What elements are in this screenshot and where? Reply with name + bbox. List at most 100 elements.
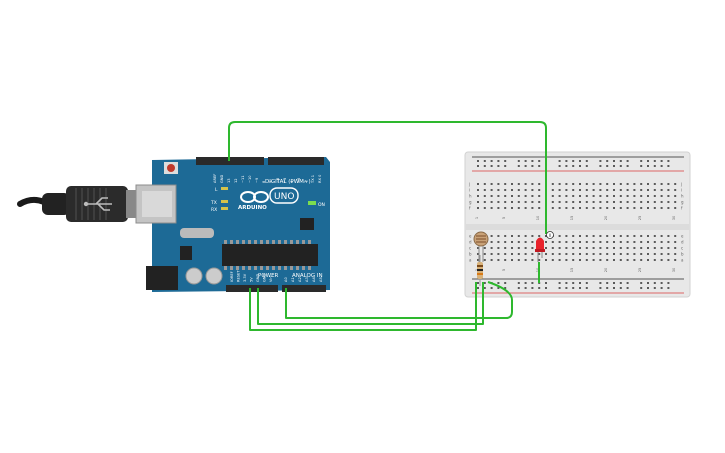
breadboard-hole[interactable]	[633, 189, 636, 191]
breadboard-hole[interactable]	[565, 241, 568, 243]
breadboard-hole[interactable]	[538, 195, 541, 197]
breadboard-hole[interactable]	[545, 253, 547, 255]
breadboard-hole[interactable]	[572, 247, 575, 249]
breadboard-hole[interactable]	[531, 235, 534, 237]
breadboard-hole[interactable]	[477, 259, 479, 261]
breadboard-hole[interactable]	[619, 241, 622, 243]
breadboard-hole[interactable]	[497, 207, 500, 209]
breadboard-hole[interactable]	[613, 241, 615, 243]
breadboard-hole[interactable]	[517, 189, 520, 191]
breadboard-hole[interactable]	[592, 189, 595, 191]
breadboard-hole[interactable]	[504, 195, 507, 197]
breadboard-hole[interactable]	[647, 189, 649, 191]
breadboard-hole[interactable]	[599, 253, 602, 255]
breadboard-hole[interactable]	[551, 183, 554, 185]
breadboard-hole[interactable]	[524, 235, 527, 237]
breadboard-hole[interactable]	[538, 201, 541, 203]
breadboard-hole[interactable]	[585, 247, 588, 249]
breadboard-hole[interactable]	[483, 247, 486, 249]
breadboard-hole[interactable]	[483, 189, 486, 191]
breadboard-hole[interactable]	[606, 195, 609, 197]
breadboard-hole[interactable]	[667, 287, 670, 289]
breadboard-hole[interactable]	[483, 160, 486, 162]
breadboard-hole[interactable]	[483, 201, 486, 203]
breadboard-hole[interactable]	[613, 287, 615, 289]
breadboard-hole[interactable]	[640, 160, 643, 162]
breadboard-hole[interactable]	[647, 282, 649, 284]
breadboard-hole[interactable]	[511, 259, 513, 261]
breadboard-hole[interactable]	[538, 183, 541, 185]
breadboard-hole[interactable]	[551, 259, 554, 261]
breadboard-hole[interactable]	[585, 253, 588, 255]
breadboard-hole[interactable]	[511, 201, 513, 203]
breadboard-hole[interactable]	[599, 287, 602, 289]
breadboard-hole[interactable]	[613, 207, 615, 209]
breadboard-hole[interactable]	[640, 165, 643, 167]
breadboard-hole[interactable]	[619, 160, 622, 162]
breadboard-hole[interactable]	[653, 241, 656, 243]
breadboard-hole[interactable]	[667, 183, 670, 185]
breadboard-hole[interactable]	[613, 165, 615, 167]
breadboard-hole[interactable]	[613, 259, 615, 261]
breadboard-hole[interactable]	[660, 282, 663, 284]
breadboard-hole[interactable]	[633, 253, 636, 255]
resistor[interactable]	[477, 255, 483, 286]
breadboard-hole[interactable]	[565, 189, 568, 191]
breadboard-hole[interactable]	[531, 247, 534, 249]
breadboard-hole[interactable]	[667, 160, 670, 162]
breadboard-hole[interactable]	[647, 247, 649, 249]
breadboard-hole[interactable]	[517, 160, 520, 162]
breadboard-hole[interactable]	[483, 195, 486, 197]
breadboard-hole[interactable]	[572, 253, 575, 255]
breadboard-hole[interactable]	[497, 183, 500, 185]
breadboard-hole[interactable]	[558, 235, 561, 237]
breadboard-hole[interactable]	[565, 282, 568, 284]
breadboard-hole[interactable]	[558, 165, 561, 167]
breadboard-hole[interactable]	[619, 195, 622, 197]
breadboard-hole[interactable]	[517, 235, 520, 237]
breadboard-hole[interactable]	[619, 235, 622, 237]
breadboard-hole[interactable]	[524, 287, 527, 289]
breadboard-hole[interactable]	[531, 259, 534, 261]
breadboard-hole[interactable]	[674, 247, 677, 249]
breadboard-hole[interactable]	[653, 160, 656, 162]
breadboard-hole[interactable]	[653, 282, 656, 284]
breadboard-hole[interactable]	[626, 235, 629, 237]
breadboard-hole[interactable]	[599, 165, 602, 167]
breadboard-hole[interactable]	[653, 253, 656, 255]
breadboard-hole[interactable]	[572, 241, 575, 243]
breadboard-hole[interactable]	[504, 165, 507, 167]
breadboard-hole[interactable]	[606, 183, 609, 185]
breadboard-hole[interactable]	[572, 165, 575, 167]
breadboard-hole[interactable]	[660, 207, 663, 209]
breadboard-hole[interactable]	[592, 259, 595, 261]
breadboard-hole[interactable]	[667, 195, 670, 197]
breadboard-hole[interactable]	[613, 183, 615, 185]
breadboard-hole[interactable]	[619, 207, 622, 209]
breadboard-hole[interactable]	[592, 247, 595, 249]
breadboard-hole[interactable]	[477, 287, 479, 289]
breadboard-hole[interactable]	[626, 247, 629, 249]
breadboard-hole[interactable]	[592, 235, 595, 237]
breadboard-hole[interactable]	[524, 189, 527, 191]
breadboard-hole[interactable]	[667, 235, 670, 237]
breadboard-hole[interactable]	[477, 160, 479, 162]
breadboard-hole[interactable]	[667, 282, 670, 284]
breadboard-hole[interactable]	[640, 201, 643, 203]
breadboard-hole[interactable]	[483, 282, 486, 284]
breadboard-hole[interactable]	[647, 201, 649, 203]
breadboard-hole[interactable]	[545, 235, 547, 237]
breadboard-hole[interactable]	[640, 247, 643, 249]
breadboard-hole[interactable]	[660, 165, 663, 167]
breadboard-hole[interactable]	[640, 287, 643, 289]
breadboard-hole[interactable]	[538, 253, 541, 255]
breadboard-hole[interactable]	[565, 183, 568, 185]
breadboard-hole[interactable]	[599, 235, 602, 237]
breadboard-hole[interactable]	[558, 282, 561, 284]
breadboard-hole[interactable]	[626, 183, 629, 185]
breadboard-hole[interactable]	[613, 282, 615, 284]
breadboard-hole[interactable]	[531, 160, 534, 162]
breadboard-hole[interactable]	[619, 247, 622, 249]
breadboard-hole[interactable]	[483, 207, 486, 209]
breadboard-hole[interactable]	[531, 287, 534, 289]
